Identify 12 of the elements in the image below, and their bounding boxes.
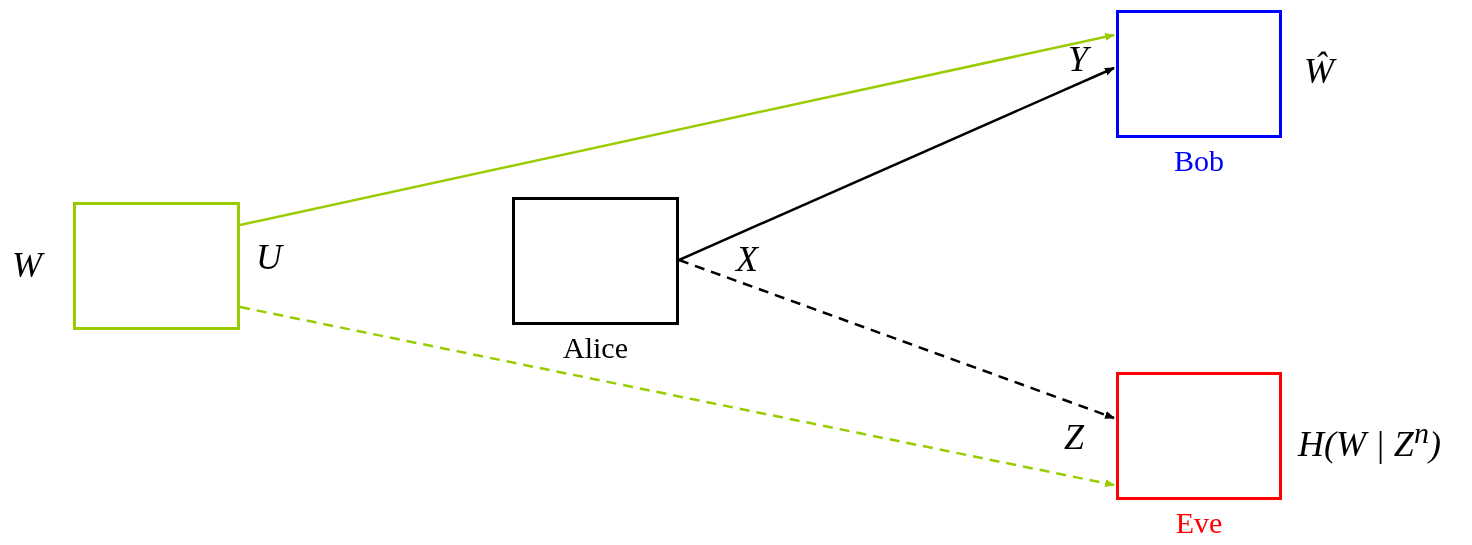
math-symbol: U bbox=[256, 238, 282, 278]
node-label: Alice bbox=[563, 333, 628, 363]
arrow bbox=[239, 305, 1115, 488]
node-label: Eve bbox=[1175, 508, 1223, 538]
arrow bbox=[678, 258, 1115, 420]
arrow bbox=[678, 66, 1115, 262]
arrow bbox=[239, 33, 1115, 227]
signal-label: Z bbox=[1064, 418, 1085, 458]
node-label: Bob bbox=[1174, 146, 1224, 176]
math-symbol: H(W | Z$^{n}$) bbox=[1298, 416, 1441, 465]
signal-label: X bbox=[736, 240, 758, 280]
signal-label: Y bbox=[1068, 40, 1089, 80]
